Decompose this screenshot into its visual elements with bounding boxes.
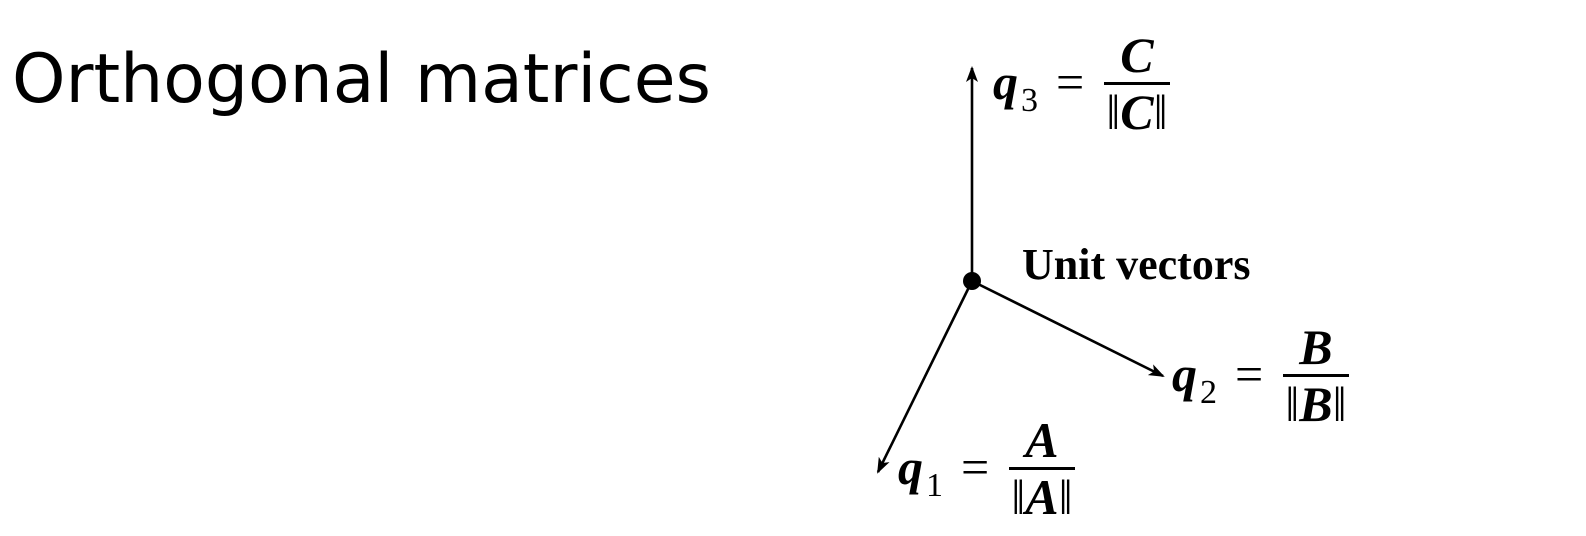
q2-equals-sign: = [1235,345,1264,402]
q3-equals-sign: = [1056,53,1085,110]
q3-symbol: q3 [993,53,1038,119]
q1-numerator: A [1025,412,1059,468]
q2-fraction: B ‖B‖ [1283,319,1349,432]
q3-fraction: C ‖C‖ [1104,27,1170,140]
q1-fraction-bar [1009,467,1075,470]
q1-symbol: q1 [898,438,943,504]
vector-q2-arrow [971,279,1165,378]
q1-equals-sign: = [961,438,990,495]
q1-fraction: A ‖A‖ [1009,412,1075,525]
slide-title: Orthogonal matrices [12,40,711,119]
q1-denominator: ‖A‖ [1011,469,1073,525]
q3-equation: q3 = C ‖C‖ [993,27,1170,140]
q3-denominator: ‖C‖ [1106,84,1168,140]
unit-vectors-label: Unit vectors [1022,240,1251,289]
vector-q1-arrow [876,280,974,474]
q2-fraction-bar [1283,374,1349,377]
q3-numerator: C [1120,27,1154,83]
q2-denominator: ‖B‖ [1285,376,1347,432]
q2-symbol: q2 [1172,345,1217,411]
origin-point [963,272,981,290]
q3-fraction-bar [1104,82,1170,85]
q2-equation: q2 = B ‖B‖ [1172,319,1349,432]
q2-numerator: B [1299,319,1333,375]
q1-equation: q1 = A ‖A‖ [898,412,1075,525]
